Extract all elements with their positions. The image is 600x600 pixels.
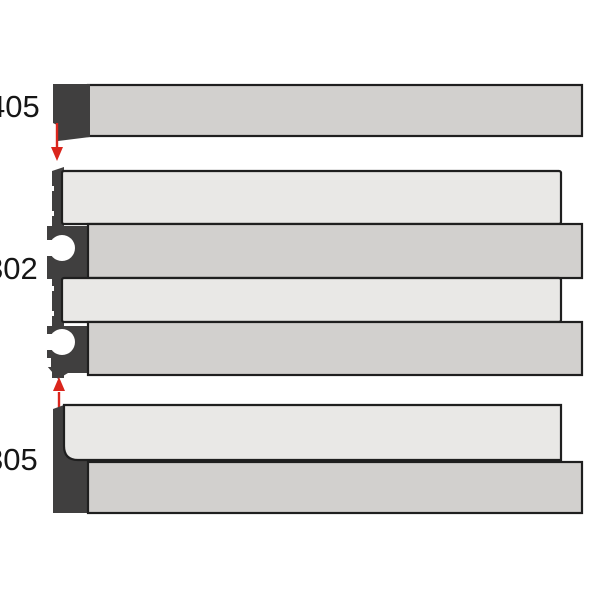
plate-305-2 (86, 460, 584, 515)
up-arrow-head-icon (53, 377, 65, 391)
plate-305-1 (62, 403, 563, 462)
notch-lower (49, 329, 75, 355)
rail-tick (50, 286, 54, 291)
ref-label-302: 302 (0, 251, 38, 286)
down-arrow-head-icon (51, 147, 63, 161)
rail-tick (50, 311, 54, 316)
notch-upper-mouth (38, 240, 54, 256)
plate-302-1 (60, 169, 563, 226)
plate-302-4 (86, 320, 584, 377)
plate-group-305 (53, 403, 584, 515)
ref-label-405: 405 (0, 89, 40, 124)
plate-302-2 (86, 222, 584, 280)
rail-tick (50, 211, 54, 216)
ref-label-305: 305 (0, 442, 38, 477)
notch-lower-mouth (38, 334, 54, 350)
plate-405 (86, 83, 584, 138)
plate-stack-group-302 (38, 167, 584, 410)
notch-upper (49, 235, 75, 261)
end-clip-405 (53, 84, 90, 141)
plate-group-405 (51, 83, 584, 161)
rail-tick (50, 186, 54, 191)
tab-notch (44, 358, 51, 367)
plate-302-3 (60, 276, 563, 324)
